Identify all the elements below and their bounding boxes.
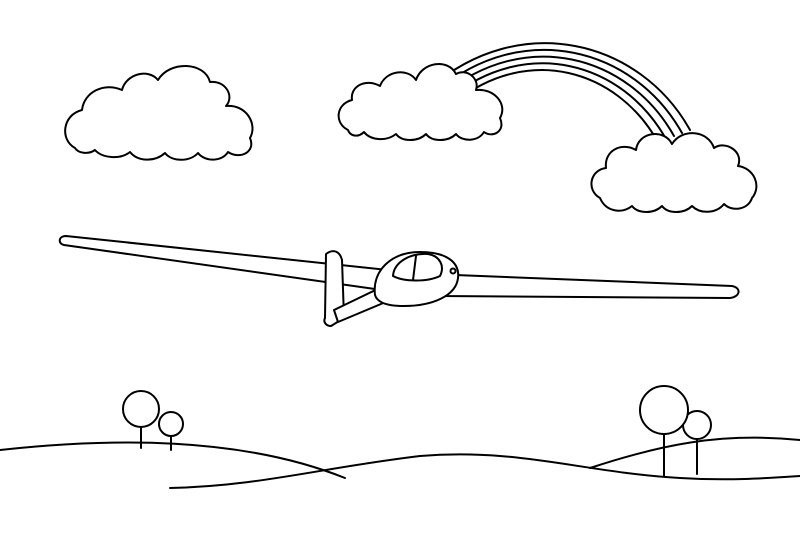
glider-canopy-frame: [412, 255, 417, 281]
hill-left-line: [0, 441, 346, 479]
tree-left-small: [158, 411, 184, 451]
glider: [58, 235, 740, 327]
hill-back: [0, 435, 345, 533]
tree-left-big: [122, 390, 160, 449]
cloud-middle: [337, 63, 504, 141]
glider-nose: [449, 267, 457, 275]
tree-right-big: [639, 385, 689, 477]
hills: [0, 435, 800, 533]
glider-right-wing: [429, 273, 740, 299]
rainbow: [429, 42, 691, 143]
glider-canopy: [392, 252, 443, 282]
cloud-left: [64, 65, 254, 161]
hill-right-line: [589, 436, 800, 469]
hill-front-line: [169, 453, 800, 489]
glider-left-wing: [58, 235, 389, 291]
cloud-right: [590, 132, 758, 213]
